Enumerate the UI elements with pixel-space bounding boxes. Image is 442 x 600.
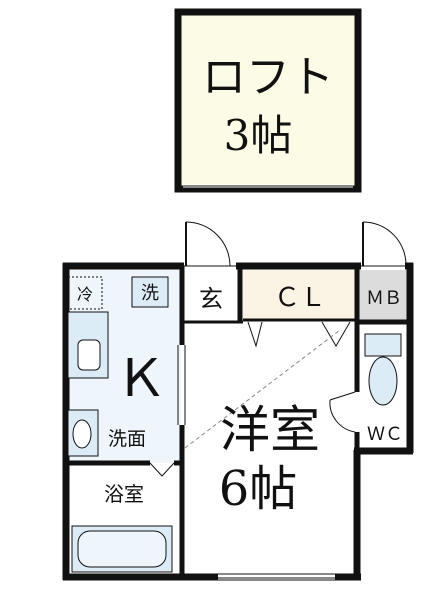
meter-box-label: ＭＢ	[366, 288, 402, 309]
bathtub-inner	[77, 530, 167, 568]
loft-name: ロフト	[202, 52, 334, 103]
loft-wall	[174, 8, 362, 193]
closet-label: ＣＬ	[274, 283, 326, 313]
washroom-label: 洗面	[108, 428, 146, 450]
washer-label: 洗	[141, 283, 159, 304]
closet-doors	[247, 321, 351, 348]
interior-walls	[66, 266, 410, 577]
kitchen-sink	[77, 339, 101, 371]
toilet-bowl	[368, 356, 398, 406]
toilet-label: ＷＣ	[367, 424, 403, 445]
entrance-door	[184, 221, 236, 267]
loft-room: ロフト 3帖	[174, 8, 362, 193]
fridge-label: 冷	[77, 285, 93, 304]
genkan-label: 玄	[199, 285, 223, 313]
bottom-window	[218, 573, 335, 581]
fridge-space	[67, 276, 103, 310]
outer-walls	[62, 262, 414, 581]
wc-door	[329, 391, 356, 433]
washer-space	[131, 276, 169, 308]
western-room-size: 6帖	[219, 461, 298, 517]
loft-size: 3帖	[224, 111, 293, 160]
ceiling-dashed-line	[184, 329, 341, 449]
kitchen-label: Ｋ	[115, 349, 167, 409]
toilet-tank	[364, 333, 402, 357]
top-right-door	[361, 221, 407, 267]
bath-label: 浴室	[104, 482, 144, 506]
bath-door	[149, 462, 175, 477]
western-room-name: 洋室	[220, 401, 320, 459]
washbasin	[72, 419, 92, 449]
closet-floor	[243, 270, 355, 320]
meter-box-floor	[357, 270, 410, 320]
right-window	[353, 480, 359, 548]
